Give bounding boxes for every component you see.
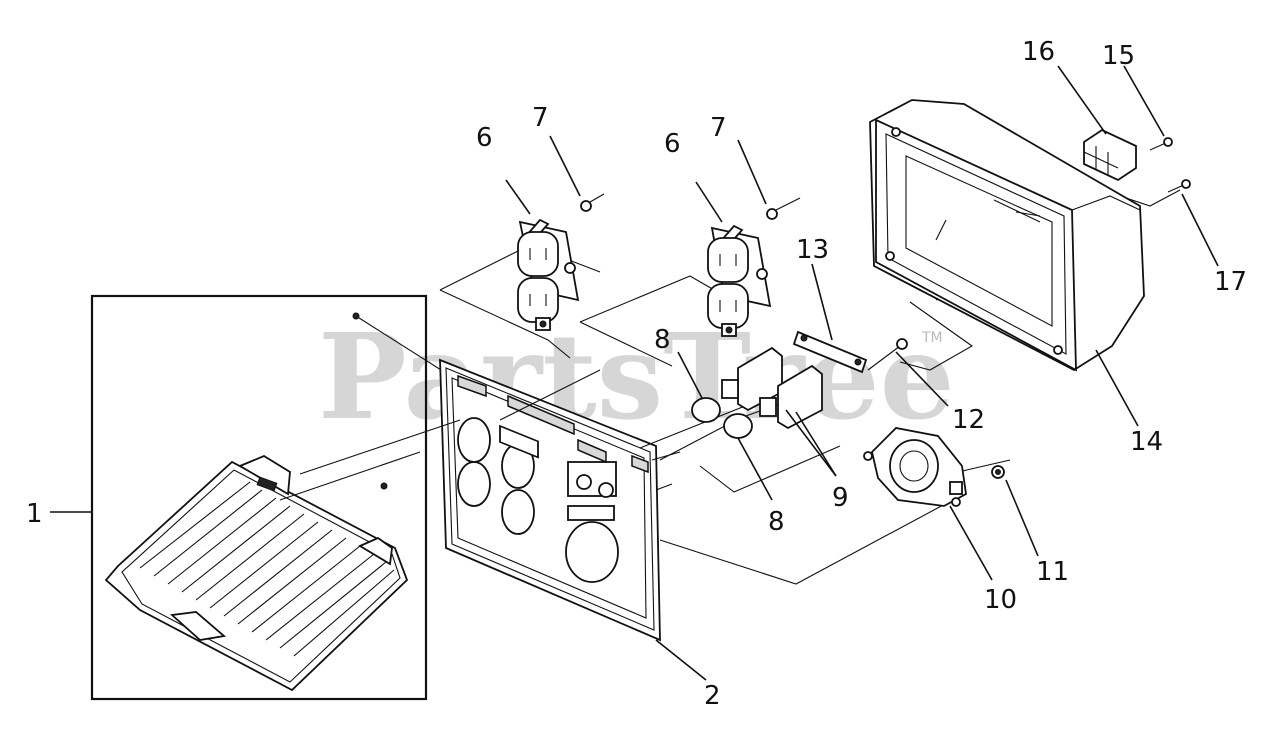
callout-1: 1 <box>26 499 43 529</box>
part-12-screw <box>867 338 949 407</box>
part-7-nut-right <box>737 139 801 220</box>
part-1-cover <box>50 294 461 701</box>
watermark: PartsTree <box>318 307 955 446</box>
callout-16: 16 <box>1022 37 1055 67</box>
callout-13: 13 <box>796 235 829 265</box>
part-17-screw <box>1167 179 1219 267</box>
part-16-block <box>1057 65 1137 182</box>
part-15-screw <box>1123 65 1173 151</box>
callout-labels: 1 2 6 7 6 7 8 8 9 10 11 12 13 14 15 16 1… <box>26 37 1247 711</box>
callout-2: 2 <box>704 681 721 711</box>
callout-7: 7 <box>710 113 727 143</box>
callout-11: 11 <box>1036 557 1069 587</box>
part-10-twist-lock <box>863 427 993 581</box>
callout-9: 9 <box>832 483 849 513</box>
callout-8: 8 <box>654 325 671 355</box>
callout-8: 8 <box>768 507 785 537</box>
callout-15: 15 <box>1102 41 1135 71</box>
watermark-trademark: TM <box>921 330 943 346</box>
part-9-breakers <box>721 346 837 477</box>
part-6-receptacle-right <box>695 181 772 337</box>
callout-10: 10 <box>984 585 1017 615</box>
part-8-cap-lower <box>723 413 773 501</box>
callout-6: 6 <box>664 129 681 159</box>
callout-14: 14 <box>1130 427 1163 457</box>
part-14-housing <box>869 99 1145 427</box>
part-2-front-panel <box>439 358 707 681</box>
part-11-nut <box>991 465 1039 557</box>
callout-12: 12 <box>952 405 985 435</box>
part-13-bus-bar <box>792 263 868 374</box>
part-6-receptacle-left <box>505 179 580 331</box>
part-7-nut-left <box>549 135 605 212</box>
callout-7: 7 <box>532 103 549 133</box>
part-8-cap-upper <box>677 351 721 423</box>
callout-6: 6 <box>476 123 493 153</box>
callout-17: 17 <box>1214 267 1247 297</box>
